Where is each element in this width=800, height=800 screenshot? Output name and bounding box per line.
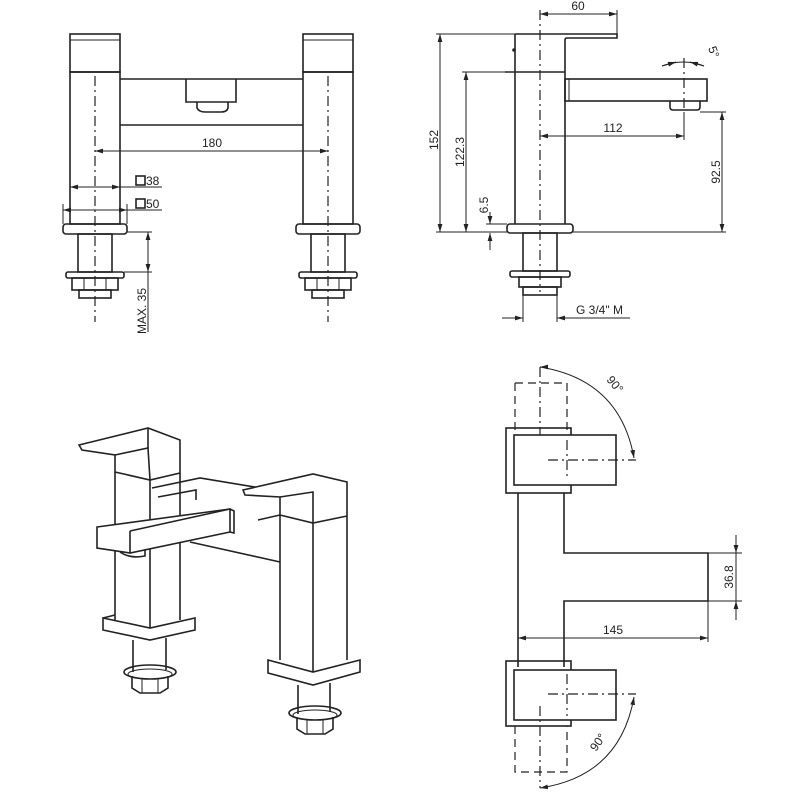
rotation-bottom-label: 90°: [587, 731, 609, 754]
side-view: 60 152 122.3 6.5 112: [427, 0, 726, 322]
front-view: 180 38 50 MAX. 35: [62, 33, 361, 334]
dim-handle-length: 60: [540, 0, 618, 34]
dim-base-square-label: 50: [146, 197, 160, 211]
dim-base-thickness: 6.5: [477, 196, 507, 250]
dim-spout-projection-label: 145: [603, 623, 623, 637]
dim-max-deck: MAX. 35: [124, 231, 152, 334]
dim-spout-width: 36.8: [708, 535, 742, 620]
left-pillar: [62, 33, 128, 322]
dim-thread-label: G 3/4" M: [576, 303, 623, 317]
dim-centers: 180: [95, 136, 328, 154]
dim-spout-top-label: 122.3: [453, 137, 467, 167]
dim-body-square-label: 38: [146, 174, 160, 188]
dim-spout-projection: 145: [518, 601, 709, 642]
dim-overall-height-label: 152: [427, 130, 441, 150]
dim-spout-width-label: 36.8: [722, 565, 736, 589]
top-view: 90° 90° 36.8 145: [505, 364, 742, 790]
dim-max-deck-label: MAX. 35: [135, 288, 149, 334]
isometric-view: [77, 427, 361, 735]
dim-thread: G 3/4" M: [502, 295, 630, 322]
dim-spout-reach: 112: [540, 112, 685, 140]
dim-body-square: 38: [70, 174, 162, 190]
dim-handle-length-label: 60: [571, 0, 585, 13]
dim-centers-label: 180: [202, 136, 222, 150]
dim-spout-angle-label: 5°: [705, 44, 722, 60]
right-pillar: [295, 33, 361, 322]
dim-base-thickness-label: 6.5: [477, 196, 491, 213]
rotation-top-label: 90°: [604, 373, 627, 396]
dim-spout-angle: 5°: [661, 44, 722, 67]
dim-outlet-height-label: 92.5: [709, 160, 723, 184]
dim-outlet-height: 92.5: [573, 111, 726, 233]
dim-spout-top: 122.3: [453, 71, 515, 232]
bridge-spout: [120, 78, 303, 126]
dim-base-square: 50: [62, 197, 162, 224]
dim-spout-reach-label: 112: [603, 121, 622, 135]
dim-overall-height: 152: [427, 33, 515, 233]
